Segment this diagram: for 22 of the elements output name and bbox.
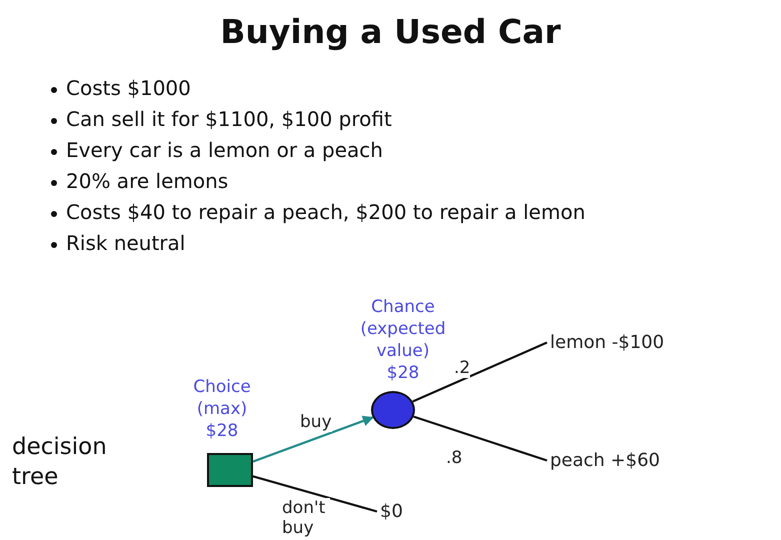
edge-label: .2 bbox=[454, 358, 470, 378]
title: Buying a Used Car bbox=[219, 12, 562, 51]
outcome-label: lemon -$100 bbox=[550, 332, 664, 353]
outcome-label: peach +$60 bbox=[550, 450, 660, 471]
outcome-label: $0 bbox=[380, 501, 403, 522]
value-label: $28 bbox=[386, 362, 420, 384]
branch-line bbox=[413, 416, 548, 462]
bullet-item: Costs $40 to repair a peach, $200 to repair a lemon bbox=[66, 200, 586, 224]
edge-label: don't buy bbox=[282, 498, 330, 538]
node-label: Chance (expected value) bbox=[359, 296, 447, 362]
bullet-item: Can sell it for $1100, $100 profit bbox=[66, 107, 392, 131]
bullet-item: Risk neutral bbox=[66, 231, 186, 255]
branch-line bbox=[252, 475, 378, 513]
diagram-label: decision tree bbox=[12, 433, 108, 492]
node-label: Choice (max) bbox=[192, 376, 252, 420]
arrow bbox=[252, 416, 374, 463]
bullet-item: 20% are lemons bbox=[66, 169, 228, 193]
value-label: $28 bbox=[206, 420, 238, 442]
branch-line bbox=[412, 342, 548, 403]
bullet-item: Every car is a lemon or a peach bbox=[66, 138, 383, 162]
edge-label: buy bbox=[300, 412, 332, 432]
bullet-item: Costs $1000 bbox=[66, 76, 191, 100]
